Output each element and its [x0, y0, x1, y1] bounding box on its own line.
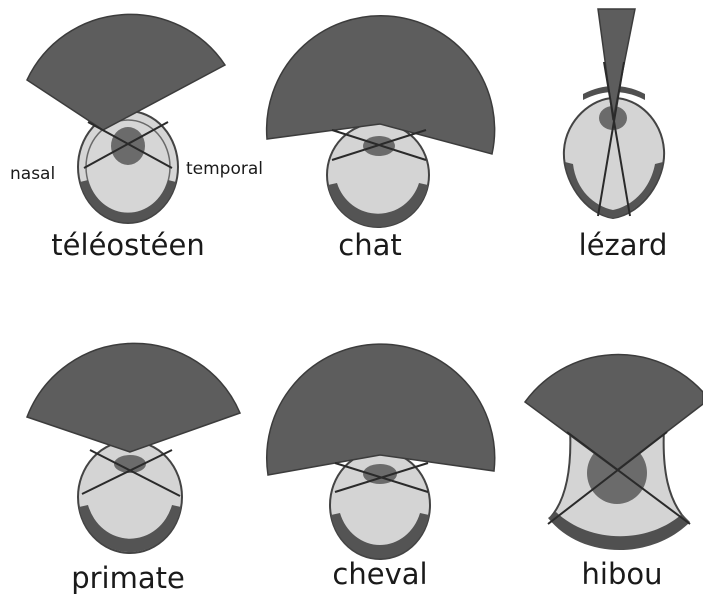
label-primate: primate — [71, 561, 185, 595]
eye-teleosteen: nasal temporal téléostéen — [10, 14, 263, 262]
lens-teleosteen — [111, 127, 145, 165]
visual-field-cheval — [267, 344, 495, 475]
eye-cheval: cheval — [267, 344, 495, 591]
label-teleosteen: téléostéen — [51, 228, 204, 262]
label-hibou: hibou — [582, 557, 663, 591]
label-chat: chat — [338, 228, 401, 262]
visual-field-primate — [27, 343, 240, 452]
eye-chat: chat — [267, 16, 495, 262]
label-nasal: nasal — [10, 164, 55, 184]
eye-hibou: hibou — [525, 355, 703, 591]
visual-field-teleosteen — [27, 14, 225, 130]
eye-primate: primate — [27, 343, 240, 595]
label-temporal: temporal — [186, 159, 263, 179]
label-lezard: lézard — [579, 228, 668, 262]
eye-lezard: lézard — [564, 9, 667, 262]
visual-field-hibou — [525, 355, 703, 470]
label-cheval: cheval — [332, 557, 427, 591]
